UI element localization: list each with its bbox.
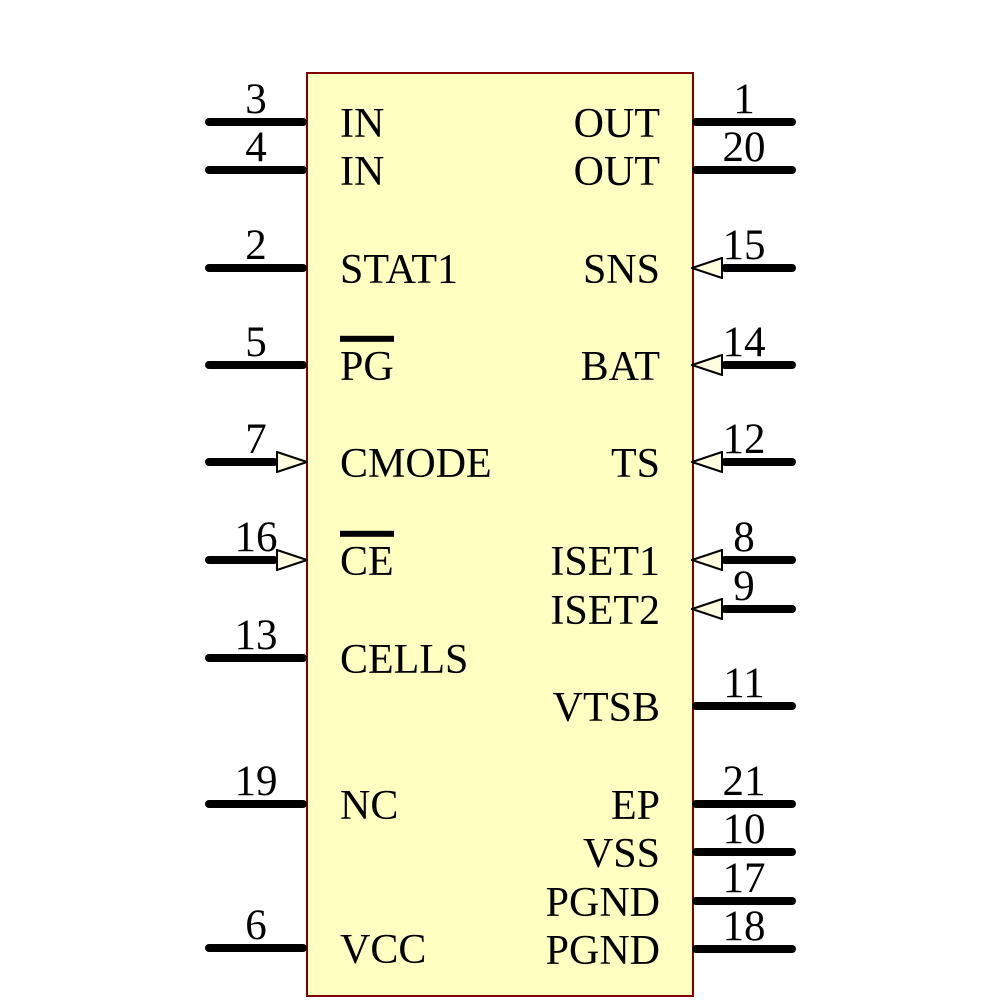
pin-label-out-2: OUT bbox=[573, 149, 660, 195]
pin-label-ts: TS bbox=[610, 441, 660, 487]
pin-label-nc: NC bbox=[340, 783, 399, 829]
pin-9[interactable]: 9 bbox=[691, 565, 796, 620]
pin-number: 6 bbox=[245, 902, 267, 949]
pin-line bbox=[205, 264, 307, 272]
pin-13[interactable]: 13 bbox=[205, 614, 307, 662]
pin-label-vtsb: VTSB bbox=[552, 685, 660, 731]
pin-label-vss: VSS bbox=[582, 831, 660, 877]
pin-number: 16 bbox=[234, 514, 278, 561]
pin-number: 17 bbox=[722, 855, 766, 902]
pin-label-iset2: ISET2 bbox=[550, 588, 660, 634]
pin-17[interactable]: 17 bbox=[692, 857, 796, 905]
pin-11[interactable]: 11 bbox=[692, 662, 796, 710]
pin-number: 3 bbox=[245, 76, 267, 123]
overline-text: CE bbox=[340, 530, 394, 583]
input-arrow-icon bbox=[691, 598, 723, 620]
pin-number: 8 bbox=[733, 514, 755, 561]
pin-20[interactable]: 20 bbox=[692, 126, 796, 174]
pin-1[interactable]: 1 bbox=[692, 78, 796, 126]
input-arrow-icon bbox=[276, 451, 308, 473]
pin-7[interactable]: 7 bbox=[205, 418, 308, 473]
pin-5[interactable]: 5 bbox=[205, 321, 307, 369]
pin-14[interactable]: 14 bbox=[691, 321, 796, 376]
pin-19[interactable]: 19 bbox=[205, 760, 307, 808]
pin-2[interactable]: 2 bbox=[205, 224, 307, 272]
pin-line bbox=[692, 897, 796, 905]
pin-label-stat1: STAT1 bbox=[340, 247, 458, 293]
pin-number: 18 bbox=[722, 903, 766, 950]
pin-number: 7 bbox=[245, 416, 267, 463]
pin-line bbox=[205, 944, 307, 952]
pin-line bbox=[692, 800, 796, 808]
pin-number: 9 bbox=[733, 563, 755, 610]
pin-number: 21 bbox=[722, 758, 766, 805]
pin-label-pgnd-1: PGND bbox=[545, 880, 660, 926]
pin-line bbox=[205, 166, 307, 174]
pin-21[interactable]: 21 bbox=[692, 760, 796, 808]
pin-line bbox=[205, 458, 278, 466]
input-arrow-icon bbox=[691, 451, 723, 473]
input-arrow-icon bbox=[691, 354, 723, 376]
pin-label-ep: EP bbox=[610, 783, 660, 829]
pin-18[interactable]: 18 bbox=[692, 905, 796, 953]
pin-number: 1 bbox=[733, 76, 755, 123]
pin-number: 2 bbox=[245, 222, 267, 269]
pin-label-sns: SNS bbox=[582, 247, 660, 293]
pin-3[interactable]: 3 bbox=[205, 78, 307, 126]
pin-number: 13 bbox=[234, 612, 278, 659]
pin-label-ce: CE bbox=[340, 530, 394, 583]
pin-10[interactable]: 10 bbox=[692, 808, 796, 856]
pin-4[interactable]: 4 bbox=[205, 126, 307, 174]
pin-number: 10 bbox=[722, 806, 766, 853]
pin-label-cmode: CMODE bbox=[340, 441, 492, 487]
pin-8[interactable]: 8 bbox=[691, 516, 796, 571]
pin-label-pgnd-2: PGND bbox=[545, 928, 660, 974]
pin-line bbox=[692, 166, 796, 174]
pin-number: 14 bbox=[722, 319, 766, 366]
pin-line bbox=[692, 945, 796, 953]
pin-number: 11 bbox=[723, 660, 765, 707]
pin-label-in-1: IN bbox=[340, 101, 385, 147]
pin-label-vcc: VCC bbox=[340, 927, 427, 973]
pin-label-out-1: OUT bbox=[573, 101, 660, 147]
input-arrow-icon bbox=[276, 549, 308, 571]
pin-line bbox=[205, 556, 278, 564]
pin-label-iset1: ISET1 bbox=[550, 539, 660, 585]
pin-15[interactable]: 15 bbox=[691, 224, 796, 279]
pin-line bbox=[721, 556, 796, 564]
input-arrow-icon bbox=[691, 257, 723, 279]
pin-6[interactable]: 6 bbox=[205, 904, 307, 952]
pin-label-in-2: IN bbox=[340, 149, 385, 195]
pin-16[interactable]: 16 bbox=[205, 516, 308, 571]
pin-line bbox=[692, 702, 796, 710]
pin-label-pg: PG bbox=[340, 335, 394, 388]
input-arrow-icon bbox=[691, 549, 723, 571]
pin-number: 15 bbox=[722, 222, 766, 269]
pin-line bbox=[205, 118, 307, 126]
pin-number: 20 bbox=[722, 124, 766, 171]
pin-number: 5 bbox=[245, 319, 267, 366]
pin-label-bat: BAT bbox=[580, 344, 660, 390]
pin-line bbox=[205, 654, 307, 662]
pin-line bbox=[692, 118, 796, 126]
pin-line bbox=[205, 361, 307, 369]
pin-number: 12 bbox=[722, 416, 766, 463]
pin-label-cells: CELLS bbox=[340, 637, 469, 683]
pin-line bbox=[692, 848, 796, 856]
pin-line bbox=[721, 361, 796, 369]
pin-line bbox=[721, 264, 796, 272]
pin-line bbox=[205, 800, 307, 808]
pin-line bbox=[721, 458, 796, 466]
pin-line bbox=[721, 605, 796, 613]
overline-text: PG bbox=[340, 335, 394, 388]
pin-number: 19 bbox=[234, 758, 278, 805]
pin-number: 4 bbox=[245, 124, 267, 171]
pin-12[interactable]: 12 bbox=[691, 418, 796, 473]
